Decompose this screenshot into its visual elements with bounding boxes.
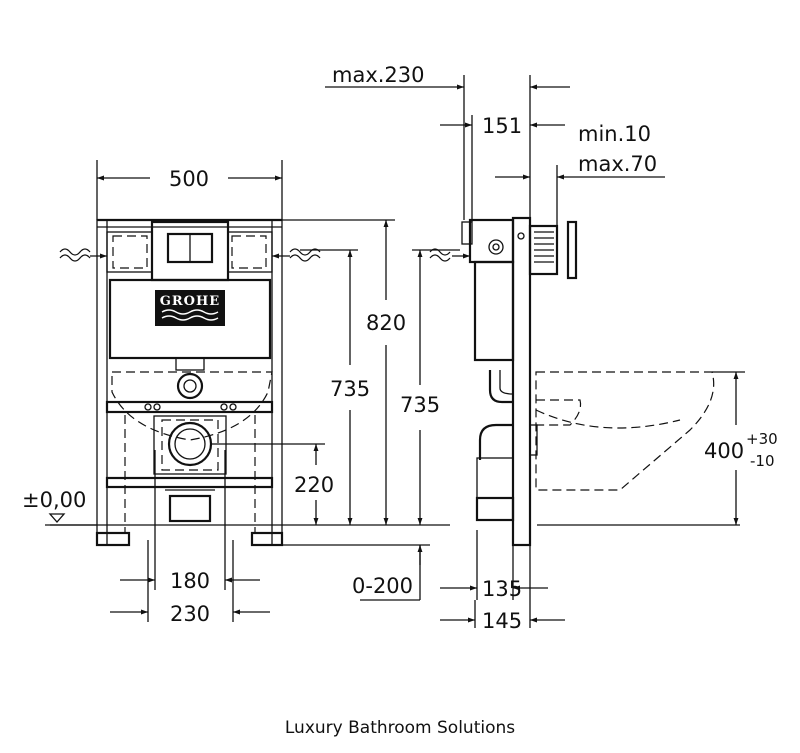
- dimension-labels: 500 820 735 735 220 ±0,00 180 230 0-200 …: [22, 63, 778, 633]
- caption: Luxury Bathroom Solutions: [284, 718, 516, 738]
- dim-width-180: 180: [170, 569, 210, 593]
- dim-depth-151: 151: [482, 114, 522, 138]
- dim-depth-min10: min.10: [578, 122, 651, 146]
- wall-anchor-right-icon: [289, 248, 321, 262]
- grohe-logo: GROHE: [155, 290, 225, 326]
- dim-depth-135: 135: [482, 577, 522, 601]
- wall-anchor-side-icon: [429, 248, 451, 262]
- dim-height-820: 820: [366, 311, 406, 335]
- dim-width-500: 500: [169, 167, 209, 191]
- dimension-lines: [45, 75, 745, 628]
- dim-depth-max70: max.70: [578, 152, 657, 176]
- dim-pan-tolerance-minus: -10: [750, 452, 775, 470]
- dim-level-zero: ±0,00: [22, 488, 86, 512]
- dim-height-735-front: 735: [330, 377, 370, 401]
- dim-pan-height: 400: [704, 439, 744, 463]
- dim-height-220: 220: [294, 473, 334, 497]
- dim-depth-max230: max.230: [332, 63, 425, 87]
- front-view: GROHE: [59, 218, 321, 547]
- dim-width-230: 230: [170, 602, 210, 626]
- dim-depth-145: 145: [482, 609, 522, 633]
- dim-range-0-200: 0-200: [352, 574, 413, 598]
- dim-height-735-side: 735: [400, 393, 440, 417]
- dim-pan-tolerance-plus: +30: [746, 430, 778, 448]
- technical-drawing: GROHE: [22, 63, 778, 633]
- logo-brand-text: GROHE: [160, 294, 220, 309]
- wall-anchor-left-icon: [59, 248, 91, 262]
- side-view: [429, 216, 715, 547]
